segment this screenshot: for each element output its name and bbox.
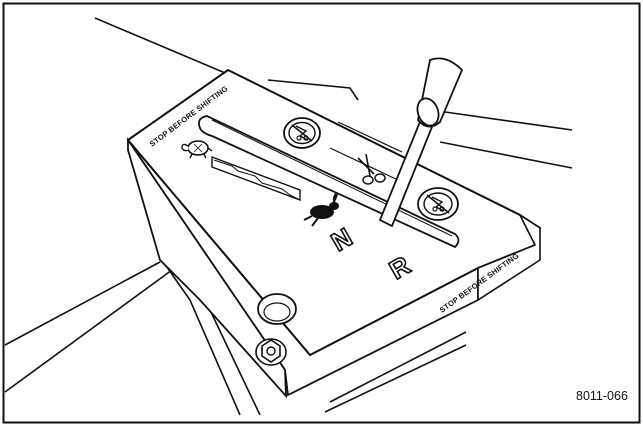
figure-id-label: 8011-066 (576, 389, 628, 403)
figure-border (2, 2, 641, 424)
console-right-edge (477, 212, 541, 302)
oval-hole-icon (257, 293, 297, 325)
speed-ramp-notches (213, 159, 301, 201)
blades-off-icon (283, 117, 321, 149)
scissors-icon (357, 153, 386, 185)
turtle-icon (181, 140, 213, 159)
console-left-face (127, 137, 287, 399)
shift-slot-inner-edge (211, 119, 453, 237)
rabbit-icon (303, 192, 339, 227)
shift-lever-knob (416, 57, 464, 128)
icon-panel-divider (329, 121, 403, 181)
hex-nut-icon (255, 338, 287, 366)
blades-off-icon (417, 187, 459, 221)
